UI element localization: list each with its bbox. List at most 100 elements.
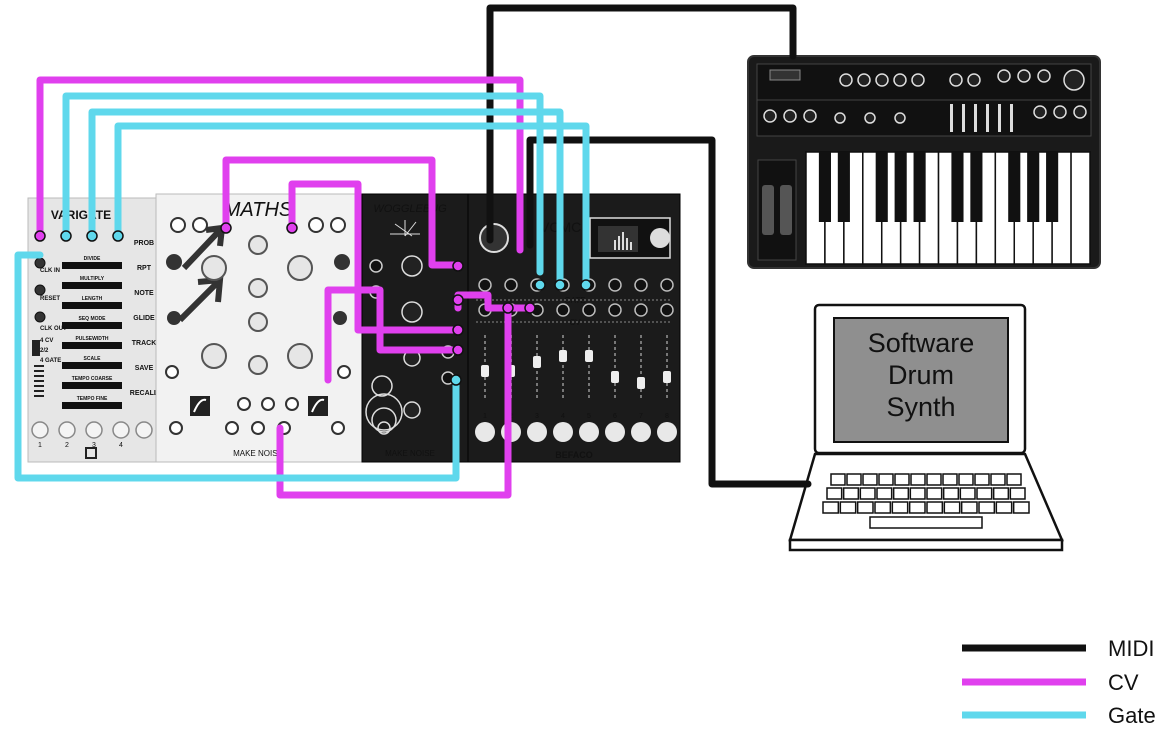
varigate-side-label: TRACK — [132, 340, 157, 347]
varigate-side-label: RECALL — [130, 390, 159, 397]
laptop-key — [978, 501, 996, 514]
laptop-key — [974, 473, 990, 486]
black-key — [913, 152, 926, 222]
cv-cable-1 — [36, 76, 524, 254]
black-key — [894, 152, 907, 222]
wogglebug-footer: MAKE NOISE — [385, 449, 435, 458]
laptop-spacebar — [869, 516, 983, 529]
fader-cap[interactable] — [585, 350, 593, 362]
laptop-key — [958, 473, 974, 486]
varigate-menu-bar — [62, 322, 122, 329]
cv-jack — [608, 303, 622, 317]
varigate-left-label: RESET — [40, 296, 60, 302]
laptop-key — [926, 487, 943, 500]
varigate-menu-label: TEMPO FINE — [77, 396, 108, 402]
laptop-key — [1009, 487, 1026, 500]
keyboard-synth — [747, 55, 1101, 269]
laptop-key — [826, 487, 843, 500]
fader-cap[interactable] — [481, 365, 489, 377]
laptop-key — [926, 473, 942, 486]
laptop-key — [839, 501, 857, 514]
legend-label-cv: CV — [1108, 670, 1139, 695]
varigate-side-label: GLIDE — [133, 315, 155, 322]
screen-line-1: Software — [868, 328, 975, 358]
varigate-menu-label: PULSEWIDTH — [75, 336, 108, 342]
step-button[interactable] — [579, 422, 599, 442]
laptop-key — [842, 487, 860, 500]
gate-cable-3 — [114, 122, 590, 289]
fader-cap[interactable] — [637, 377, 645, 389]
fader-cap[interactable] — [663, 371, 671, 383]
step-button[interactable] — [475, 422, 495, 442]
black-key — [1008, 152, 1021, 222]
step-button[interactable] — [657, 422, 677, 442]
cv-cable-2 — [222, 156, 462, 269]
varigate-side-label: NOTE — [134, 290, 154, 297]
black-key — [837, 152, 850, 222]
vcmc-gate-label: GATE — [564, 296, 585, 305]
vcmc-channel-number: 8 — [665, 413, 669, 420]
synth-sliders — [950, 104, 1013, 132]
gate-jack — [660, 278, 674, 292]
laptop-key — [862, 473, 878, 486]
gate-cable-4 — [14, 251, 460, 482]
cv-cable-6 — [324, 286, 462, 384]
vcmc-cv-label: CV — [569, 318, 581, 327]
vcmc-channel-number: 1 — [483, 413, 487, 420]
varigate-menu-bar — [62, 402, 122, 409]
step-button[interactable] — [527, 422, 547, 442]
maths-title: MATHS — [224, 199, 293, 221]
cv-jack — [556, 303, 570, 317]
varigate-step-number: 4 — [119, 442, 123, 449]
laptop-key — [878, 473, 894, 486]
laptop-key — [891, 501, 909, 514]
black-key — [818, 152, 831, 222]
fader-cap[interactable] — [559, 350, 567, 362]
laptop-key — [830, 473, 846, 486]
varigate-menu-label: DIVIDE — [84, 256, 101, 262]
varigate-menu-label: SEQ MODE — [79, 316, 107, 322]
laptop-key — [876, 487, 893, 500]
synth-keybed — [805, 151, 1091, 265]
vcmc-channel-number: 7 — [639, 413, 643, 420]
legend: MIDI CV Gate — [962, 636, 1156, 728]
patch-cables — [14, 4, 812, 499]
varigate-left-label: 4 GATE — [40, 358, 61, 364]
laptop-key — [892, 487, 910, 500]
step-button[interactable] — [605, 422, 625, 442]
laptop-keyboard — [822, 473, 1030, 529]
laptop-key — [942, 473, 958, 486]
midi-cable-laptop — [526, 136, 812, 488]
cv-jack — [634, 303, 648, 317]
maths-footer: MAKE NOISE — [233, 449, 283, 458]
gate-jack — [608, 278, 622, 292]
cv-cable-3 — [288, 180, 462, 334]
laptop-key — [960, 501, 978, 514]
varigate-side-label: SAVE — [135, 365, 154, 372]
fader-cap[interactable] — [533, 356, 541, 368]
black-key — [951, 152, 964, 222]
laptop-key — [910, 473, 926, 486]
varigate-left-label: CLK OUT — [40, 326, 67, 332]
laptop-key — [990, 473, 1006, 486]
step-button[interactable] — [553, 422, 573, 442]
laptop-key — [908, 501, 926, 514]
varigate-menu-bar — [62, 282, 122, 289]
laptop-key — [942, 487, 960, 500]
laptop-key — [856, 501, 874, 514]
gate-cable-2 — [88, 108, 564, 289]
laptop: Software Drum Synth — [788, 303, 1064, 552]
varigate-menu-bar — [62, 262, 122, 269]
cv-jack — [660, 303, 674, 317]
fader-cap[interactable] — [611, 371, 619, 383]
cv-jack — [582, 303, 596, 317]
varigate-side-label: RPT — [137, 265, 152, 272]
varigate-step-number: 3 — [92, 442, 96, 449]
step-button[interactable] — [631, 422, 651, 442]
gate-cable-1 — [62, 92, 544, 276]
laptop-key — [909, 487, 926, 500]
legend-label-gate: Gate — [1108, 703, 1156, 728]
